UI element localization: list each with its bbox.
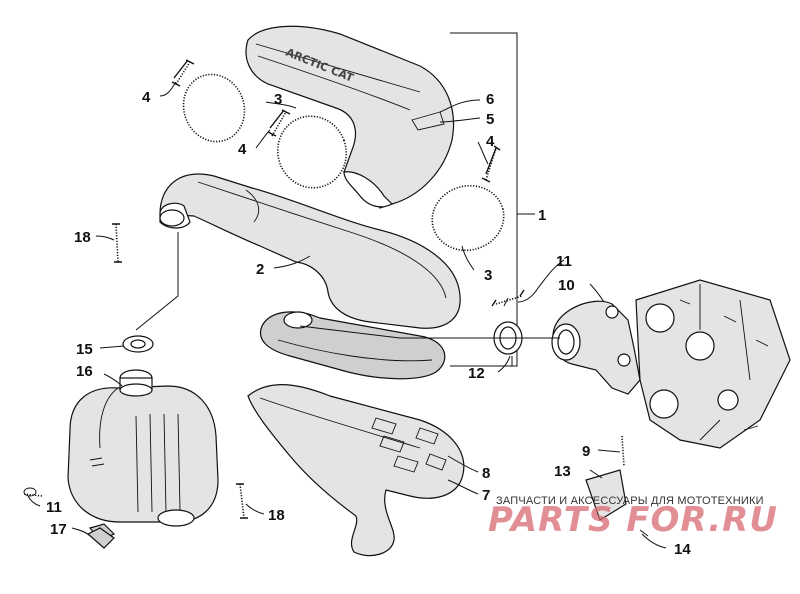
callout-15: 15 xyxy=(76,341,93,358)
callout-10: 10 xyxy=(558,277,575,294)
callout-11-left: 11 xyxy=(46,499,62,516)
callout-17: 17 xyxy=(50,521,67,538)
seal-ring-3-top xyxy=(182,73,246,143)
spring-4-top xyxy=(171,59,195,87)
callout-14: 14 xyxy=(674,541,691,558)
callout-1: 1 xyxy=(538,207,546,224)
callout-labels: 1 2 3 3 4 4 4 5 6 7 8 9 10 11 11 12 13 1… xyxy=(46,89,691,558)
callout-2: 2 xyxy=(256,261,264,278)
callout-4-right: 4 xyxy=(486,133,495,150)
upper-heat-shield: ARCTIC CAT xyxy=(245,25,455,209)
callout-18-left: 18 xyxy=(74,229,91,246)
callout-12: 12 xyxy=(468,365,485,382)
seal-ring-3-right xyxy=(431,184,505,252)
lower-heat-shield xyxy=(247,384,465,557)
callout-3-bottom: 3 xyxy=(484,267,492,284)
callout-9: 9 xyxy=(582,443,590,460)
watermark-logo: PARTS FOR.RU xyxy=(488,500,778,540)
callout-4-top: 4 xyxy=(142,89,151,106)
callout-4-middle: 4 xyxy=(238,141,247,158)
callout-6: 6 xyxy=(486,91,494,108)
seal-ring-3-middle xyxy=(276,115,348,189)
exhaust-manifold xyxy=(551,300,641,395)
callout-5: 5 xyxy=(486,111,494,128)
callout-13: 13 xyxy=(554,463,571,480)
spring-4-right xyxy=(481,145,501,183)
grommet-15 xyxy=(122,335,154,353)
callout-3-top: 3 xyxy=(274,91,282,108)
callout-16: 16 xyxy=(76,363,93,380)
mount-bracket-13 xyxy=(585,435,649,537)
assembly-bracket-1 xyxy=(450,32,535,367)
callout-8: 8 xyxy=(482,465,490,482)
clamp-17 xyxy=(86,527,115,549)
spring-4-middle xyxy=(267,109,291,137)
assembly-lines xyxy=(135,232,560,366)
callout-18-right: 18 xyxy=(268,507,285,524)
watermark-caption: ЗАПЧАСТИ И АКСЕССУАРЫ ДЛЯ МОТОТЕХНИКИ xyxy=(496,495,764,507)
callout-leaders xyxy=(27,81,667,549)
callout-11-right: 11 xyxy=(556,253,572,270)
callout-7: 7 xyxy=(482,487,490,504)
exhaust-pipe xyxy=(159,173,461,380)
engine-block xyxy=(635,279,791,449)
spring-11-right xyxy=(491,289,525,307)
muffler xyxy=(67,369,219,541)
spring-11-left xyxy=(23,487,43,497)
spring-18-left xyxy=(112,223,122,263)
spring-18-right xyxy=(236,483,248,519)
